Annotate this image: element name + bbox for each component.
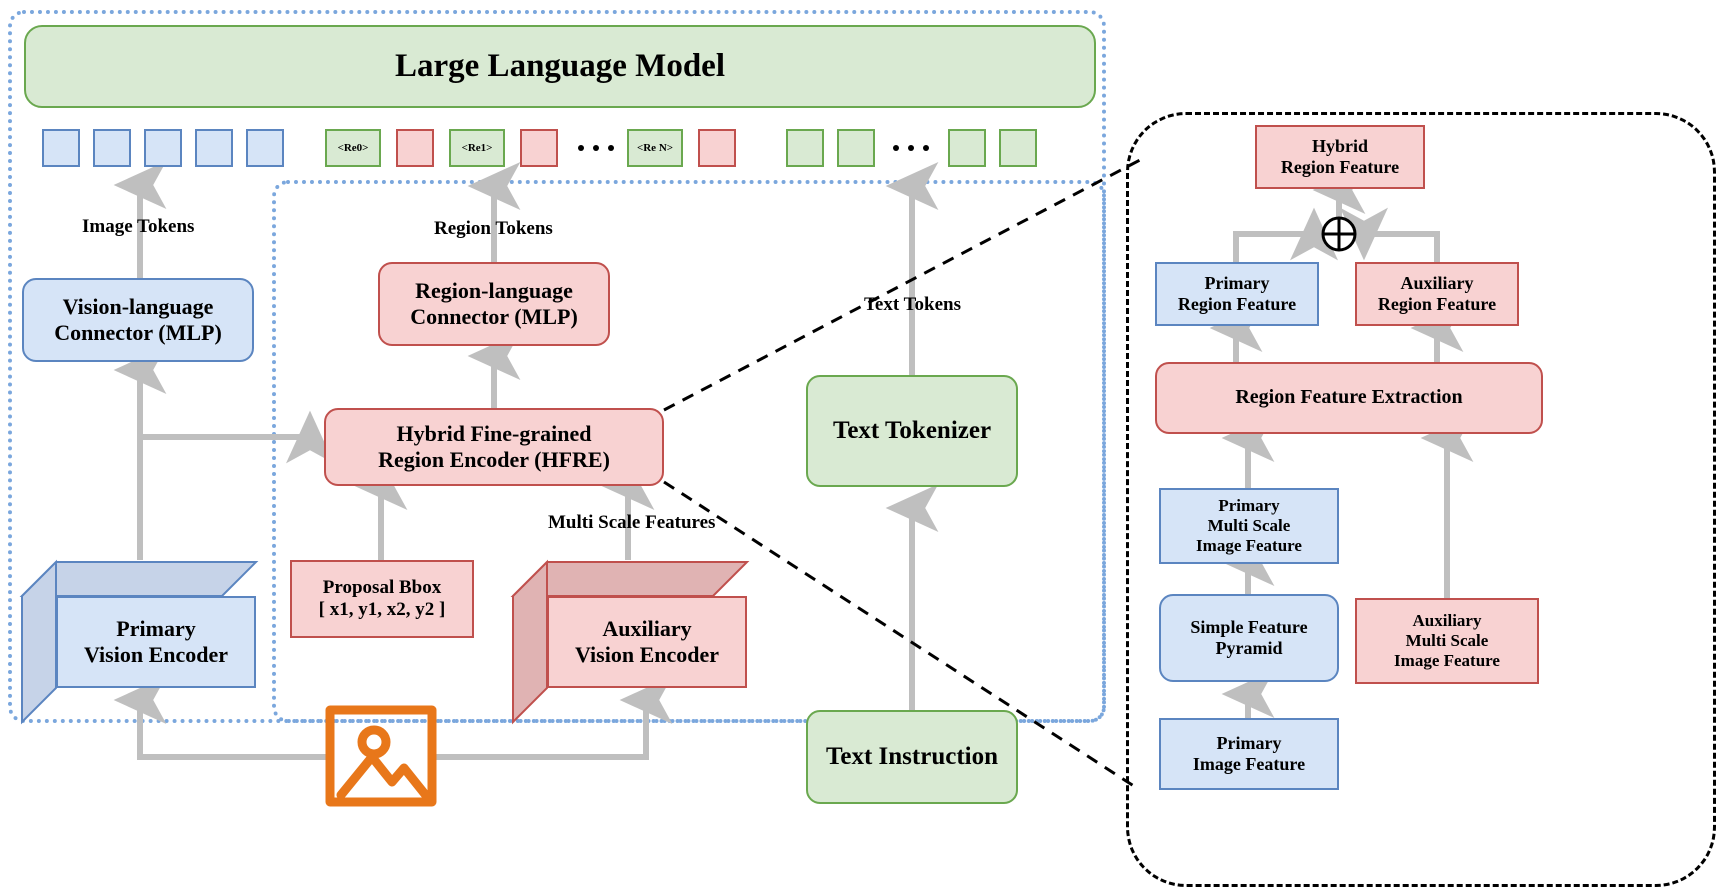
vlc-label-line2: Connector (MLP) xyxy=(54,320,222,345)
proposal-bbox-line1: Proposal Bbox xyxy=(322,576,442,598)
region-token-ellipsis xyxy=(578,145,614,151)
region-tokens-label: Region Tokens xyxy=(434,218,553,239)
large-language-model-box[interactable]: Large Language Model xyxy=(24,25,1096,108)
arf-line2: Region Feature xyxy=(1377,294,1497,314)
ave-label-line2: Vision Encoder xyxy=(574,642,720,667)
primary-region-feature-box[interactable]: Primary Region Feature xyxy=(1155,262,1319,326)
region-feature-extraction-box[interactable]: Region Feature Extraction xyxy=(1155,362,1543,434)
image-tokens-label: Image Tokens xyxy=(82,216,195,237)
pif-line1: Primary xyxy=(1216,732,1282,753)
region-token-label: <Re N> xyxy=(636,142,674,154)
auxiliary-multi-scale-image-feature-box[interactable]: Auxiliary Multi Scale Image Feature xyxy=(1355,598,1539,684)
vision-language-connector-box[interactable]: Vision-language Connector (MLP) xyxy=(22,278,254,362)
hfre-label-line1: Hybrid Fine-grained xyxy=(396,421,592,447)
text-token-chip[interactable] xyxy=(786,129,824,167)
text-tokenizer-box[interactable]: Text Tokenizer xyxy=(806,375,1018,487)
pve-label-line2: Vision Encoder xyxy=(83,642,229,667)
hybrid-fine-grained-region-encoder-box[interactable]: Hybrid Fine-grained Region Encoder (HFRE… xyxy=(324,408,664,486)
text-token-chip[interactable] xyxy=(948,129,986,167)
region-token-chip-re0[interactable]: <Re0> xyxy=(325,129,381,167)
hrf-line1: Hybrid xyxy=(1311,135,1368,156)
proposal-bbox-box[interactable]: Proposal Bbox [ x1, y1, x2, y2 ] xyxy=(290,560,474,638)
text-instruction-label: Text Instruction xyxy=(825,743,998,771)
prf-line1: Primary xyxy=(1204,272,1270,293)
region-token-chip-re1[interactable]: <Re1> xyxy=(449,129,505,167)
image-token-chip[interactable] xyxy=(195,129,233,167)
pmsif-line3: Image Feature xyxy=(1196,536,1302,556)
region-token-chip[interactable] xyxy=(520,129,558,167)
prf-line2: Region Feature xyxy=(1177,294,1297,314)
rfe-label: Region Feature Extraction xyxy=(1235,386,1463,409)
region-token-chip[interactable] xyxy=(698,129,736,167)
amsif-line1: Auxiliary xyxy=(1412,610,1482,630)
sfp-line1: Simple Feature xyxy=(1190,616,1308,637)
sfp-line2: Pyramid xyxy=(1215,638,1283,658)
primary-multi-scale-image-feature-box[interactable]: Primary Multi Scale Image Feature xyxy=(1159,488,1339,564)
amsif-line2: Multi Scale xyxy=(1405,630,1489,650)
region-token-chip[interactable] xyxy=(396,129,434,167)
rlc-label-line2: Connector (MLP) xyxy=(410,304,578,329)
proposal-bbox-line2: [ x1, y1, x2, y2 ] xyxy=(318,599,446,620)
text-token-chip[interactable] xyxy=(999,129,1037,167)
text-tokenizer-label: Text Tokenizer xyxy=(832,417,992,445)
amsif-line3: Image Feature xyxy=(1394,651,1500,671)
pmsif-line1: Primary xyxy=(1218,495,1280,515)
pif-line2: Image Feature xyxy=(1192,754,1306,774)
text-token-ellipsis xyxy=(893,145,929,151)
image-token-chip[interactable] xyxy=(93,129,131,167)
vlc-label-line1: Vision-language xyxy=(62,294,214,320)
hfre-label-line2: Region Encoder (HFRE) xyxy=(378,447,610,472)
simple-feature-pyramid-box[interactable]: Simple Feature Pyramid xyxy=(1159,594,1339,682)
primary-vision-encoder-box[interactable]: Primary Vision Encoder xyxy=(56,596,256,688)
arf-line1: Auxiliary xyxy=(1400,272,1474,293)
image-token-chip[interactable] xyxy=(246,129,284,167)
auxiliary-vision-encoder-box[interactable]: Auxiliary Vision Encoder xyxy=(547,596,747,688)
multi-scale-features-label: Multi Scale Features xyxy=(548,512,716,533)
rlc-label-line1: Region-language xyxy=(415,278,573,304)
region-token-label: <Re1> xyxy=(461,142,493,154)
text-instruction-box[interactable]: Text Instruction xyxy=(806,710,1018,804)
large-language-model-label: Large Language Model xyxy=(395,48,725,85)
image-token-chip[interactable] xyxy=(144,129,182,167)
ave-label-line1: Auxiliary xyxy=(602,616,692,642)
hybrid-region-feature-box[interactable]: Hybrid Region Feature xyxy=(1255,125,1425,189)
image-icon xyxy=(325,705,437,807)
region-token-label: <Re0> xyxy=(337,142,369,154)
pve-label-line1: Primary xyxy=(116,616,196,642)
region-language-connector-box[interactable]: Region-language Connector (MLP) xyxy=(378,262,610,346)
region-token-chip-reN[interactable]: <Re N> xyxy=(627,129,683,167)
hrf-line2: Region Feature xyxy=(1280,157,1400,177)
image-token-chip[interactable] xyxy=(42,129,80,167)
text-tokens-label: Text Tokens xyxy=(864,294,961,315)
pmsif-line2: Multi Scale xyxy=(1207,515,1291,535)
auxiliary-region-feature-box[interactable]: Auxiliary Region Feature xyxy=(1355,262,1519,326)
text-token-chip[interactable] xyxy=(837,129,875,167)
primary-image-feature-box[interactable]: Primary Image Feature xyxy=(1159,718,1339,790)
